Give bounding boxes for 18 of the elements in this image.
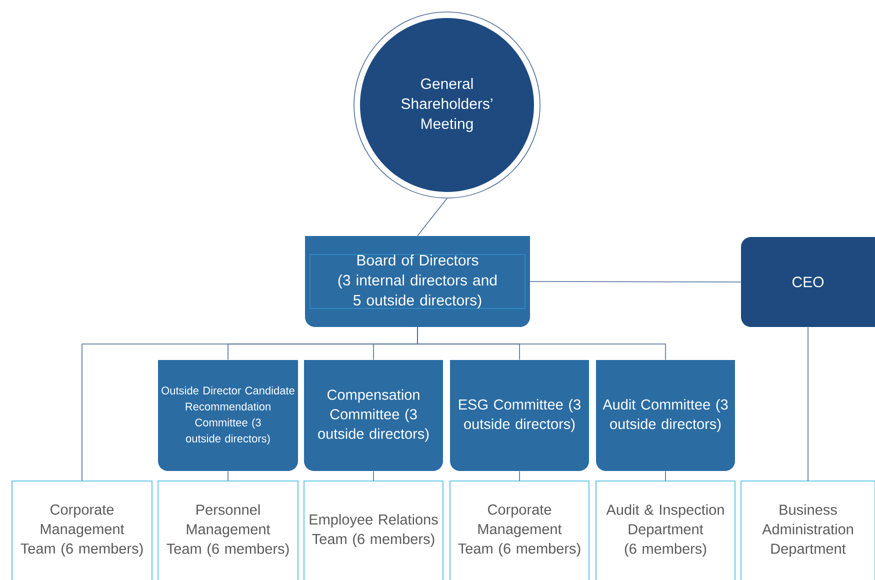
connector-line <box>519 470 520 482</box>
committee-box: Compensation Committee (3 outside directors) <box>304 360 443 471</box>
committee-box: ESG Committee (3 outside directors) <box>450 360 589 471</box>
ceo-box: CEO <box>741 237 875 327</box>
team-box: Employee Relations Team (6 members) <box>304 480 444 580</box>
board-box: Board of Directors (3 internal directors and 5 outside directors) <box>305 236 530 327</box>
connector-line <box>417 326 666 360</box>
team-box: Corporate Management Team (6 members) <box>450 480 590 580</box>
team-box: Personnel Management Team (6 members) <box>158 480 298 580</box>
committee-box: Audit Committee (3 outside directors) <box>596 360 735 471</box>
connector-line <box>373 470 374 482</box>
connector-line <box>530 281 742 282</box>
connector-line <box>665 470 666 482</box>
team-box: Business Administration Department <box>740 480 875 580</box>
team-box: Corporate Management Team (6 members) <box>12 480 152 580</box>
committee-box: Outside Director Candidate Recommendation Committee (3 outside directors) <box>158 360 298 471</box>
team-box: Audit & Inspection Department (6 members) <box>596 480 736 580</box>
connector-line <box>417 198 448 236</box>
